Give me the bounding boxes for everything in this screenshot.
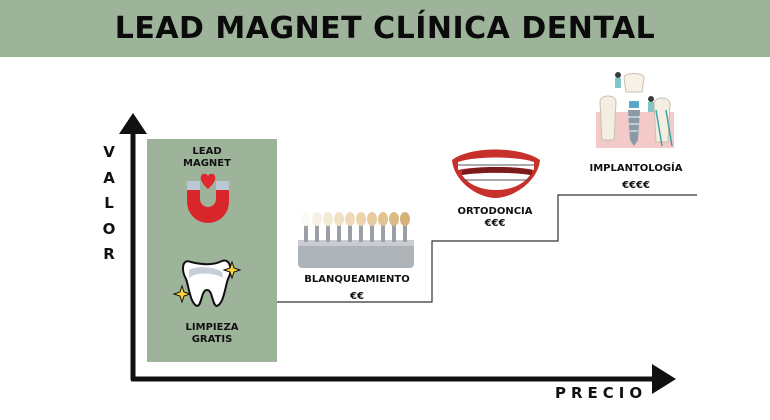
x-axis-label: PRECIO <box>555 384 648 402</box>
step-whitening-label: BLANQUEAMIENTO €€ <box>304 274 410 302</box>
magnet-icon <box>187 173 229 223</box>
teeth-shade-guide-icon <box>298 212 414 268</box>
x-axis-arrow <box>652 364 676 394</box>
clean-tooth-icon <box>172 259 242 308</box>
lead-magnet-label: LEAD MAGNET <box>183 146 231 169</box>
free-cleaning-label: LIMPIEZA GRATIS <box>185 322 239 345</box>
y-axis-letter: V <box>103 143 115 161</box>
price-value-steps <box>277 194 697 303</box>
y-axis-letter: R <box>103 245 115 263</box>
step-orthodontics-label: ORTODONCIA €€€ <box>457 206 533 229</box>
y-axis-letter: A <box>103 168 115 187</box>
title-banner: LEAD MAGNET CLÍNICA DENTAL <box>0 0 770 57</box>
braces-smile-icon <box>452 149 540 198</box>
y-axis-letter: O <box>102 219 116 238</box>
page-title: LEAD MAGNET CLÍNICA DENTAL <box>114 11 656 46</box>
step-implantology-label: IMPLANTOLOGÍA €€€€ <box>589 163 683 191</box>
y-axis-letter: L <box>104 194 114 212</box>
dental-implant-icon <box>596 72 674 148</box>
y-axis-label: V A L O R <box>102 140 116 268</box>
y-axis-arrow <box>119 113 147 134</box>
